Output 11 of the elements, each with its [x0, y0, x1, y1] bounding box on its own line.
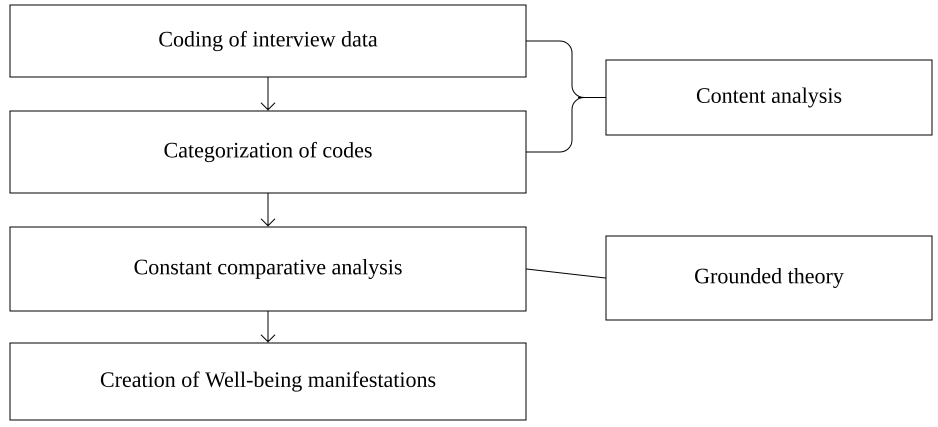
process-box: Coding of interview data	[10, 4, 526, 78]
process-box: Creation of Well-being manifestations	[10, 342, 526, 420]
connector-line	[526, 268, 606, 278]
process-box: Grounded theory	[606, 235, 932, 320]
brace-line	[526, 96, 606, 152]
process-box: Categorization of codes	[10, 110, 526, 194]
arrow	[260, 77, 276, 110]
arrow	[260, 192, 276, 226]
process-box: Constant comparative analysis	[10, 226, 526, 312]
arrow	[260, 310, 276, 342]
process-box: Content analysis	[606, 60, 932, 136]
